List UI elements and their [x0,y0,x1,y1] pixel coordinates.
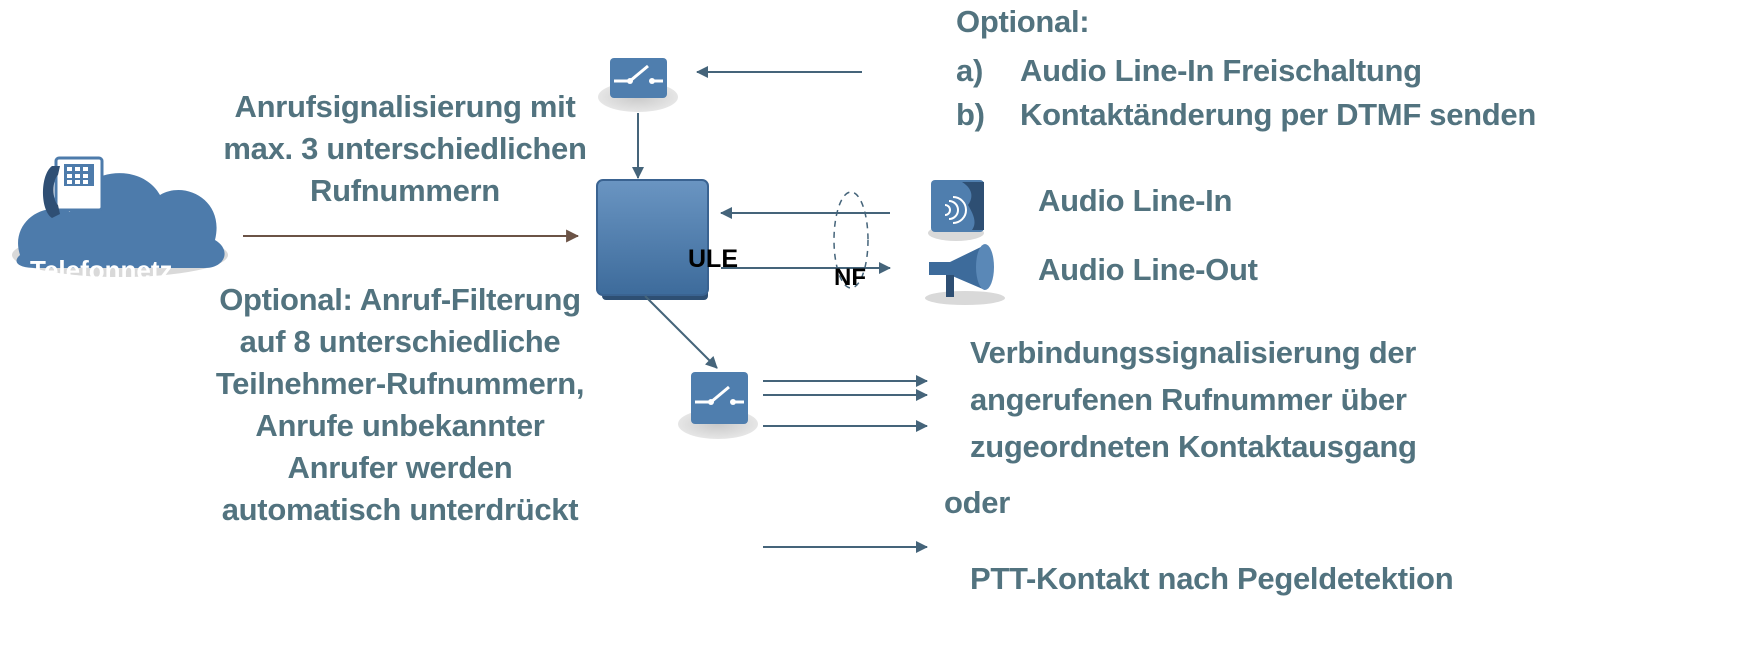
ule-device [596,179,709,300]
connection-signaling-text: Verbindungssignalisierung der angerufene… [970,334,1417,466]
call-filtering-text: Optional: Anruf-Filterung auf 8 untersch… [190,281,610,529]
text-line: automatisch unterdrückt [221,492,579,527]
text-line: Anrufer werden [287,450,513,485]
audio-line-out-label: Audio Line-Out [1038,252,1258,287]
nf-bracket-ellipse [833,191,869,289]
speaker-sound-icon [928,180,984,241]
oder-label: oder [944,485,1010,520]
nf-label: NF [834,264,866,291]
telephone-icon [43,156,104,218]
switch-icon [598,58,678,112]
text-line: Teilnehmer-Rufnummern, [215,366,585,401]
ule-to-bottom-switch-arrow [644,295,718,369]
audio-line-in-label: Audio Line-In [1038,183,1233,218]
text-line: max. 3 unterschiedlichen [223,131,587,166]
optional-marker-b: b) [956,97,985,132]
optional-title: Optional: [956,4,1090,39]
text-line: angerufenen Rufnummer über [970,382,1407,417]
call-signaling-text: Anrufsignalisierung mit max. 3 unterschi… [205,88,605,210]
optional-marker-a: a) [956,53,983,88]
optional-item-a: Audio Line-In Freischaltung [1020,53,1422,88]
telefonnetz-cloud [12,173,228,277]
cloud-label: Telefonnetz [30,255,173,285]
text-line: Rufnummern [310,173,500,208]
text-line: zugeordneten Kontaktausgang [970,429,1417,464]
megaphone-icon [925,244,1005,305]
optional-item-b: Kontaktänderung per DTMF senden [1020,97,1537,132]
switch-icon [678,372,758,439]
text-line: Anrufe unbekannter [255,408,545,443]
text-line: Anrufsignalisierung mit [234,89,576,124]
ule-label: ULE [688,245,738,273]
text-line: auf 8 unterschiedliche [239,324,561,359]
text-line: Optional: Anruf-Filterung [219,282,581,317]
ptt-label: PTT-Kontakt nach Pegeldetektion [970,561,1454,596]
text-line: Verbindungssignalisierung der [970,335,1417,370]
